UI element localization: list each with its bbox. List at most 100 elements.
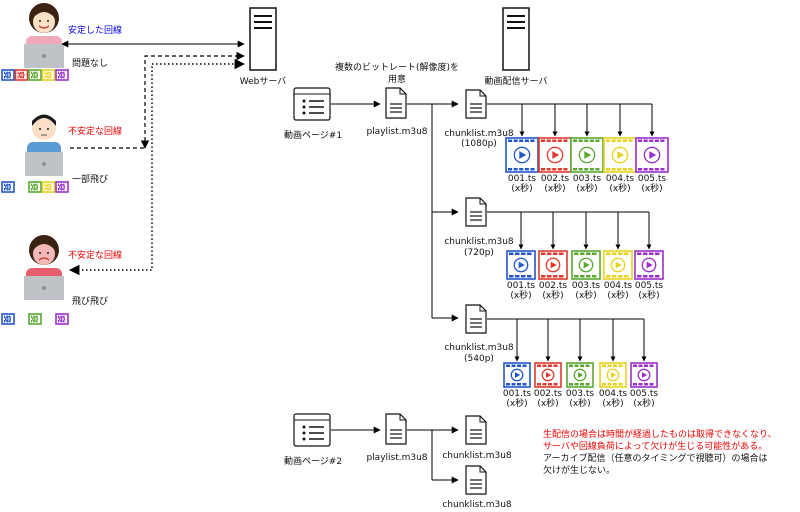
note-red-line-2: サーバや回線負荷によって欠けが生じる可能性がある。: [543, 440, 767, 452]
chunklist-2-resolution: (720p): [464, 248, 494, 258]
segment-duration-label: (x秒): [641, 182, 662, 194]
segment-duration-label: (x秒): [609, 182, 630, 194]
page2-chunklist-2-label: chunklist.m3u8: [442, 500, 512, 510]
note-black-line-1: アーカイブ配信（任意のタイミングで視聴可）の場合は: [543, 452, 767, 464]
segment-2-3-icon: [571, 250, 601, 280]
segment-duration-label: (x秒): [542, 289, 563, 301]
playlist-2-label: playlist.m3u8: [366, 453, 427, 463]
segment-name-label: 004.ts: [606, 174, 635, 184]
user-3-received-segments: [1, 313, 69, 325]
received-segment-icon: [28, 69, 42, 81]
received-segment-icon: [41, 69, 56, 81]
chunklist-group-2: chunklist.m3u8(720p)001.ts(x秒)002.ts(x秒)…: [444, 197, 664, 301]
segment-1-4-icon: [603, 137, 637, 173]
segment-duration-label: (x秒): [537, 397, 558, 409]
segment-3-4-icon: [599, 362, 627, 388]
segment-duration-label: (x秒): [569, 397, 590, 409]
playlist-1-file-icon: [385, 87, 407, 119]
segment-2-2-icon: [538, 250, 568, 280]
video-page-2-icon: [293, 413, 331, 447]
note-black-line-2: 欠けが生じない。: [543, 464, 615, 476]
segment-name-label: 001.ts: [508, 174, 537, 184]
segment-name-label: 004.ts: [599, 389, 628, 399]
received-segment-icon: [55, 313, 69, 325]
segment-name-label: 001.ts: [507, 281, 536, 291]
segment-name-label: 002.ts: [539, 281, 568, 291]
segment-duration-label: (x秒): [638, 289, 659, 301]
segment-name-label: 003.ts: [566, 389, 595, 399]
segment-duration-label: (x秒): [544, 182, 565, 194]
received-segment-icon: [55, 181, 69, 193]
received-segment-icon: [1, 313, 15, 325]
user-avatar-2: [25, 114, 63, 176]
segment-name-label: 004.ts: [604, 281, 633, 291]
received-segment-icon: [41, 181, 56, 193]
unstable-connection-arrow-2: [140, 51, 245, 149]
segment-2-4-icon: [603, 250, 633, 280]
page2-chunklist-2-icon: [465, 465, 487, 495]
segment-name-label: 002.ts: [541, 174, 570, 184]
page2-chunklist-1-icon: [465, 415, 487, 445]
user-2-received-segments: [1, 181, 69, 193]
video-page-1-label: 動画ページ#1: [284, 130, 342, 141]
bitrate-note-line-2: 用意: [388, 73, 406, 85]
unstable-connection-arrow-3: [68, 58, 246, 276]
segment-3-3-icon: [566, 362, 594, 388]
segment-3-5-icon: [630, 362, 658, 388]
note-red-line-1: 生配信の場合は時間が経過したものは取得できなくなり、: [543, 428, 777, 440]
segment-3-2-icon: [534, 362, 562, 388]
playlist-2-file-icon: [385, 413, 407, 445]
received-segment-icon: [14, 69, 29, 81]
segment-duration-label: (x秒): [506, 397, 527, 409]
user-avatar-1: [24, 3, 64, 68]
segment-1-5-icon: [635, 137, 669, 173]
playlist-1-label: playlist.m3u8: [366, 127, 427, 137]
received-segment-icon: [28, 313, 42, 325]
user-2-status-label: 一部飛び: [72, 173, 108, 185]
segment-name-label: 001.ts: [503, 389, 532, 399]
segment-1-3-icon: [570, 137, 604, 173]
received-segment-icon: [55, 69, 69, 81]
user-1-connection-label: 安定した回線: [68, 24, 122, 36]
chunklist-group-1: chunklist.m3u8(1080p)001.ts(x秒)002.ts(x秒…: [444, 89, 669, 194]
chunklist-1-file-icon: [465, 89, 487, 119]
segment-duration-label: (x秒): [602, 397, 623, 409]
chunklist-2-file-icon: [465, 197, 487, 227]
user-avatar-3: [24, 235, 64, 300]
segment-duration-label: (x秒): [633, 397, 654, 409]
segment-name-label: 005.ts: [630, 389, 659, 399]
video-page-2-label: 動画ページ#2: [284, 456, 342, 467]
segment-2-1-icon: [506, 250, 536, 280]
segment-duration-label: (x秒): [575, 289, 596, 301]
received-segment-icon: [28, 181, 42, 193]
user-1-received-segments: [1, 69, 69, 81]
segment-3-1-icon: [503, 362, 531, 388]
segment-name-label: 005.ts: [638, 174, 667, 184]
chunklist-3-resolution: (540p): [464, 354, 494, 364]
web-server-icon: [249, 7, 277, 71]
chunklist-3-file-icon: [465, 304, 487, 334]
user-3-connection-label: 不安定な回線: [68, 249, 122, 261]
segment-duration-label: (x秒): [607, 289, 628, 301]
segment-name-label: 003.ts: [572, 281, 601, 291]
chunklist-1-resolution: (1080p): [461, 139, 497, 149]
received-segment-icon: [1, 181, 15, 193]
chunklist-3-label: chunklist.m3u8: [444, 343, 514, 353]
streaming-server-icon: [502, 7, 530, 71]
segment-1-1-icon: [505, 137, 539, 173]
chunklist-2-label: chunklist.m3u8: [444, 237, 514, 247]
chunklist-group-3: chunklist.m3u8(540p)001.ts(x秒)002.ts(x秒)…: [444, 304, 659, 409]
page2-chunklist-1-label: chunklist.m3u8: [442, 451, 512, 461]
segment-duration-label: (x秒): [511, 182, 532, 194]
segment-duration-label: (x秒): [576, 182, 597, 194]
segment-name-label: 005.ts: [635, 281, 664, 291]
segment-1-2-icon: [538, 137, 572, 173]
video-page-1-icon: [293, 87, 331, 121]
segment-2-5-icon: [634, 250, 664, 280]
web-server-label: Webサーバ: [240, 76, 287, 87]
bitrate-note-line-1: 複数のビットレート(解像度)を: [335, 61, 459, 73]
user-3-status-label: 飛び飛び: [72, 296, 108, 307]
chunklist-1-label: chunklist.m3u8: [444, 129, 514, 139]
segment-duration-label: (x秒): [510, 289, 531, 301]
